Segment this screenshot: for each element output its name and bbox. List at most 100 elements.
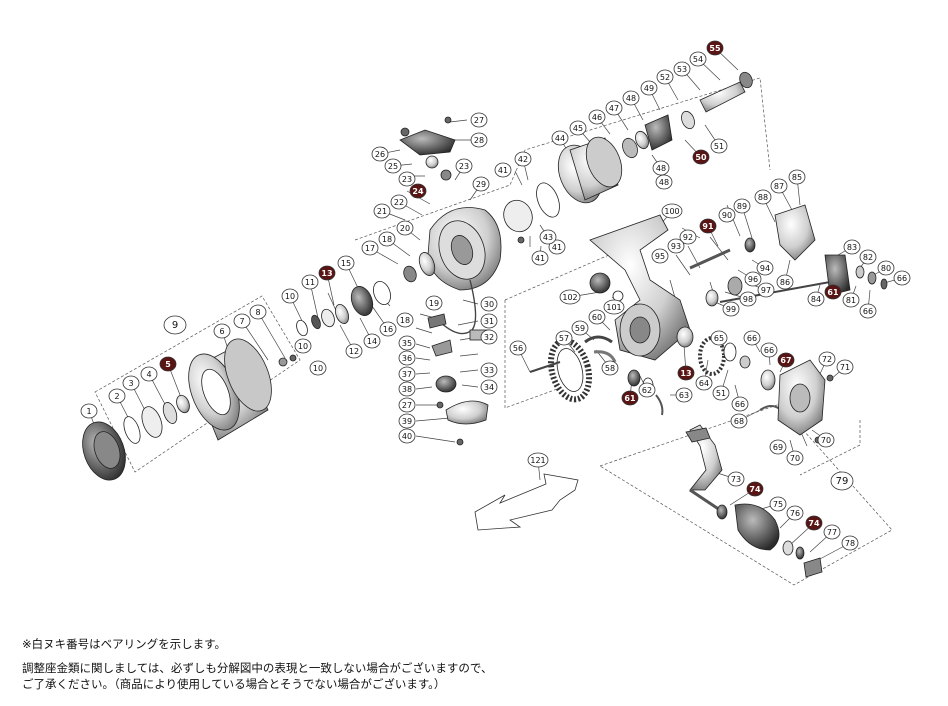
- callout-bubble: [514, 151, 532, 167]
- callout-label: 48: [659, 178, 669, 187]
- callout-bubble: [805, 515, 823, 531]
- callout-bubble: [786, 450, 804, 466]
- callout-bubble: [679, 229, 697, 245]
- callout-bubble: [893, 270, 911, 286]
- callout-83: 83: [843, 239, 861, 255]
- callout-bubble: [163, 315, 187, 335]
- callout-10: 10: [281, 288, 299, 304]
- callout-bubble: [472, 176, 490, 192]
- callout-label: 81: [846, 296, 856, 305]
- callout-bubble: [281, 288, 299, 304]
- callout-15: 15: [337, 255, 355, 271]
- callout-bubble: [823, 524, 841, 540]
- callout-bubble: [673, 61, 691, 77]
- callout-label: 9: [172, 320, 178, 331]
- handle-part: [685, 424, 723, 512]
- callout-label: 5: [165, 360, 171, 369]
- callout-bubble: [877, 260, 895, 276]
- drag-knob-part: [82, 421, 126, 481]
- callout-label: 3: [128, 379, 133, 388]
- callout-bubble: [786, 505, 804, 521]
- callout-21: 21: [373, 203, 391, 219]
- callout-label: 11: [305, 278, 315, 287]
- callout-label: 51: [716, 389, 726, 398]
- callout-label: 17: [365, 244, 375, 253]
- callout-27: 27: [398, 397, 416, 413]
- callout-41: 41: [548, 239, 566, 255]
- callout-bubble: [677, 365, 695, 381]
- callout-label: 40: [402, 432, 412, 441]
- callout-label: 27: [402, 401, 412, 410]
- callout-66: 66: [893, 270, 911, 286]
- callout-bubble: [301, 274, 319, 290]
- callout-88: 88: [754, 189, 772, 205]
- callout-bubble: [371, 146, 389, 162]
- callout-label: 76: [790, 509, 800, 518]
- callout-4: 4: [140, 366, 158, 382]
- callout-99: 99: [722, 301, 740, 317]
- callout-bubble: [480, 313, 498, 329]
- callout-69: 69: [769, 439, 787, 455]
- body-outline-right: [799, 420, 861, 476]
- callout-label: 91: [702, 222, 714, 231]
- callout-label: 66: [735, 400, 745, 409]
- parts: [82, 71, 888, 578]
- callout-label: 87: [774, 182, 784, 191]
- callout-bubble: [695, 375, 713, 391]
- callout-17: 17: [361, 240, 379, 256]
- callout-94: 94: [756, 260, 774, 276]
- callout-6: 6: [213, 323, 231, 339]
- callout-100: 100: [661, 203, 683, 219]
- callout-label: 71: [840, 363, 850, 372]
- callout-label: 58: [605, 364, 615, 373]
- callout-53: 53: [673, 61, 691, 77]
- callout-bubble: [675, 387, 693, 403]
- callout-label: 86: [780, 278, 790, 287]
- callout-bubble: [569, 120, 587, 136]
- callout-label: 89: [737, 202, 747, 211]
- callout-96: 96: [744, 271, 762, 287]
- callout-bubble: [470, 112, 488, 128]
- callout-label: 43: [543, 233, 553, 242]
- callout-label: 10: [298, 342, 308, 351]
- callout-86: 86: [776, 274, 794, 290]
- callout-10: 10: [294, 338, 312, 354]
- callout-84: 84: [807, 291, 825, 307]
- callout-28: 28: [470, 132, 488, 148]
- callout-bubble: [425, 295, 443, 311]
- callout-label: 102: [562, 293, 577, 302]
- callout-48: 48: [655, 174, 673, 190]
- callout-label: 65: [714, 334, 724, 343]
- callout-bubble: [836, 359, 854, 375]
- callout-label: 66: [764, 346, 774, 355]
- callout-3: 3: [122, 375, 140, 391]
- callout-80: 80: [877, 260, 895, 276]
- callout-label: 18: [400, 316, 410, 325]
- callout-bubble: [588, 309, 606, 325]
- callout-87: 87: [770, 178, 788, 194]
- callout-bubble: [859, 303, 877, 319]
- callout-label: 1: [86, 407, 91, 416]
- callout-18: 18: [396, 312, 414, 328]
- callout-label: 32: [484, 333, 494, 342]
- callout-label: 23: [402, 175, 412, 184]
- callout-79: 79: [830, 471, 854, 491]
- callout-bubble: [656, 69, 674, 85]
- callout-label: 98: [743, 295, 753, 304]
- callout-70: 70: [786, 450, 804, 466]
- callout-label: 61: [827, 288, 839, 297]
- rotor-outline: [354, 77, 771, 241]
- callout-bubble: [689, 51, 707, 67]
- callout-label: 73: [731, 475, 741, 484]
- callout-label: 59: [575, 324, 585, 333]
- callout-label: 26: [375, 150, 385, 159]
- reel-body-part: [589, 214, 691, 361]
- callout-bubble: [706, 40, 724, 56]
- callout-22: 22: [390, 194, 408, 210]
- callout-bubble: [776, 274, 794, 290]
- callout-42: 42: [514, 151, 532, 167]
- handle-group-outline: [599, 403, 893, 586]
- callout-label: 75: [773, 500, 783, 509]
- callout-bubble: [361, 240, 379, 256]
- callout-bubble: [213, 323, 231, 339]
